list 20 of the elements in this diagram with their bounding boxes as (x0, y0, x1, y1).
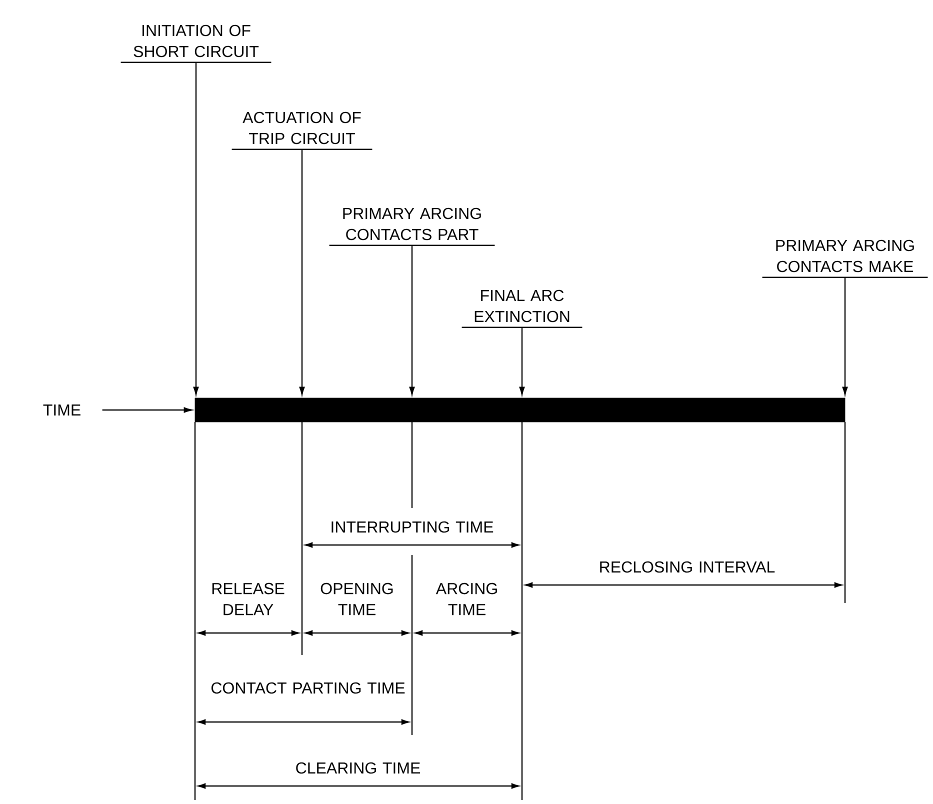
arrow (193, 62, 199, 396)
event-label: INITIATION OF SHORT CIRCUIT (120, 24, 272, 63)
arrow (102, 407, 192, 413)
time-bar (194, 398, 846, 422)
dimension-label: ARCING TIME (436, 582, 497, 616)
dimension-label: INTERRUPTING TIME (332, 521, 494, 533)
dimension-label: RELEASE DELAY (212, 582, 284, 616)
dimension-label: RECLOSING INTERVAL (600, 561, 775, 573)
arrow (299, 149, 305, 396)
event-label: PRIMARY ARCING CONTACTS MAKE (762, 240, 928, 278)
dimension-label: CONTACT PARTING TIME (212, 682, 405, 694)
event-label: ACTUATION OF TRIP CIRCUIT (232, 112, 372, 150)
event-label: FINAL ARC EXTINCTION (462, 290, 582, 328)
arrow (842, 277, 848, 396)
arrow (519, 327, 525, 396)
dimension-label: OPENING TIME (320, 582, 393, 616)
dimension-label: CLEARING TIME (296, 762, 420, 774)
axis-label: TIME (43, 404, 80, 416)
event-label: PRIMARY ARCING CONTACTS PART (329, 208, 495, 246)
arrow (409, 245, 415, 396)
